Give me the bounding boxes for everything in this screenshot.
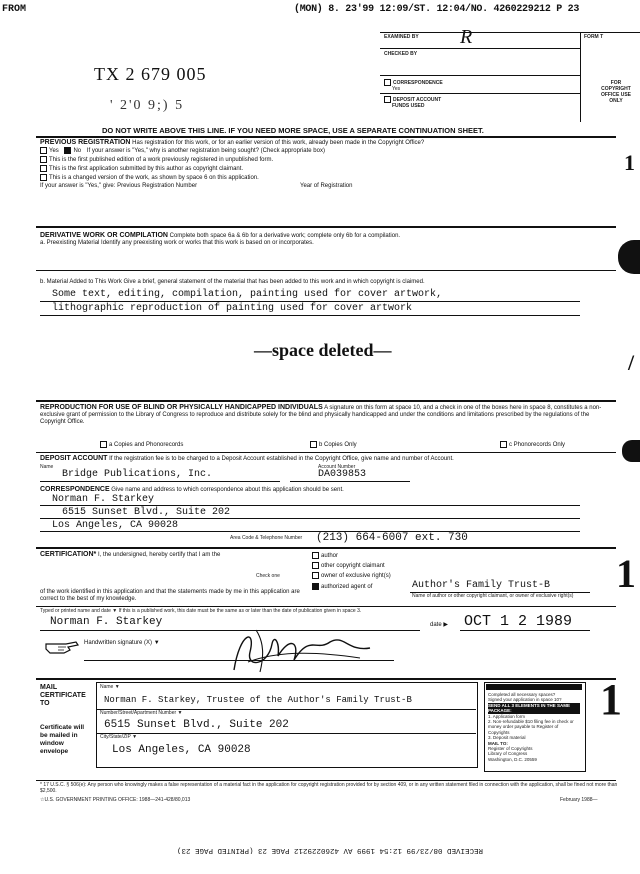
previous-option-3: This is a changed version of the work, a… [40,174,259,182]
material-added-line-2: lithographic reproduction of painting us… [52,303,413,314]
form-date: February 1988— [560,797,598,803]
reproduction-option-c: c Phonorecords Only [500,441,565,449]
cert-option-claimant: other copyright claimant [312,562,385,570]
cert-option-agent: authorized agent of [312,583,372,591]
typed-name: Norman F. Starkey [50,616,163,628]
previous-registration-answer: Yes No If your answer is "Yes," why is a… [40,147,325,155]
phone-number: (213) 664-6007 ext. 730 [316,532,468,544]
mail-certificate-label: MAIL CERTIFICATE TO [40,684,86,707]
examiner-initials: R [460,26,473,48]
derivative-header: DERIVATIVE WORK OR COMPILATION Complete … [40,232,401,239]
deposit-account-office-label: DEPOSIT ACCOUNT [384,96,441,103]
phone-label: Area Code & Telephone Number [230,535,303,541]
reproduction-text: REPRODUCTION FOR USE OF BLIND OR PHYSICA… [40,404,602,425]
examined-by-label: EXAMINED BY [384,34,419,40]
correspondence-label: CORRESPONDENCE [384,79,443,86]
signature-label: Handwritten signature (X) ▼ [84,640,160,646]
for-office-use-label: FOR COPYRIGHT OFFICE USE ONLY [600,80,631,104]
deposit-account-header: DEPOSIT ACCOUNT If the registration fee … [40,455,454,462]
received-stamp: RECEIVED 08/23/99 12:54 1999 AV 42602292… [176,846,484,854]
cert-option-owner: owner of exclusive right(s) [312,572,391,580]
mail-name: Norman F. Starkey, Trustee of the Author… [104,695,412,705]
signature-date: OCT 1 2 1989 [464,613,573,630]
space-number-11: 1 [600,675,622,724]
fax-header-from: FROM [2,4,27,15]
funds-used-label: FUNDS USED [392,103,425,109]
pointing-hand-icon [45,641,79,654]
mail-city: Los Angeles, CA 90028 [112,744,251,756]
checklist-text: Completed all necessary spaces? Signed y… [488,692,580,762]
mail-address-box [96,682,478,768]
form-label: FORM T [584,34,604,40]
correspondence-header: CORRESPONDENCE Give name and address to … [40,486,344,493]
correspondence-line-3: Los Angeles, CA 90028 [52,520,179,531]
do-not-write-notice: DO NOT WRITE ABOVE THIS LINE. IF YOU NEE… [102,126,484,135]
no-checkbox-checked [64,147,72,154]
checklist-box [484,682,586,772]
typed-name-label: Typed or printed name and date ▼ If this… [40,608,362,614]
mail-city-caption: City/State/ZIP ▼ [100,734,138,740]
registration-number-secondary: ' 2'0 9;) 5 [110,98,185,113]
deposit-number-label: Account Number [318,464,356,470]
deposit-account-name: Bridge Publications, Inc. [62,469,213,480]
check-one-label: Check one [256,573,280,579]
certificate-window-note: Certificate will be mailed in window env… [40,724,85,755]
agent-caption: Name of author or other copyright claima… [412,593,574,599]
previous-option-1: This is the first published edition of a… [40,156,273,164]
deposit-name-label: Name [40,464,54,470]
checked-by-label: CHECKED BY [384,51,418,57]
mail-name-caption: Name ▼ [100,684,120,690]
registration-number: TX 2 679 005 [94,64,207,84]
gpo-line: ☆U.S. GOVERNMENT PRINTING OFFICE: 1988—2… [40,797,191,803]
footnote-text: * 17 U.S.C. § 506(e): Any person who kno… [40,782,618,794]
previous-option-2: This is the first application submitted … [40,165,243,173]
certification-statement: of the work identified in this applicati… [40,589,300,602]
year-of-registration-label: Year of Registration [300,183,353,189]
agent-of-name: Author's Family Trust-B [412,580,551,591]
mail-street: 6515 Sunset Blvd., Suite 202 [104,719,289,731]
material-added-label: b. Material Added to This Work Give a br… [40,279,425,285]
certification-header: CERTIFICATION* I, the undersigned, hereb… [40,551,221,558]
correspondence-yes: Yes [392,86,401,92]
handwritten-signature [233,629,371,673]
previous-registration-header: PREVIOUS REGISTRATION Has registration f… [40,139,425,146]
space-deleted-label: —space deleted— [254,340,392,360]
correspondence-line-1: Norman F. Starkey [52,494,155,505]
preexisting-material-label: a. Preexisting Material Identify any pre… [40,240,314,246]
reproduction-option-a: a Copies and Phonorecords [100,441,183,449]
date-label: date ▶ [430,622,448,628]
deposit-account-number: DA039853 [318,469,367,480]
correspondence-line-2: 6515 Sunset Blvd., Suite 202 [62,507,231,518]
material-added-line-1: Some text, editing, compilation, paintin… [52,289,443,300]
mail-street-caption: Number/Street/Apartment Number ▼ [100,710,183,716]
reproduction-option-b: b Copies Only [310,441,357,449]
previous-number-label: If your answer is "Yes," give: Previous … [40,183,198,189]
fax-header-info: (MON) 8. 23'99 12:09/ST. 12:04/NO. 42602… [294,4,580,15]
cert-option-author: author [312,552,338,560]
